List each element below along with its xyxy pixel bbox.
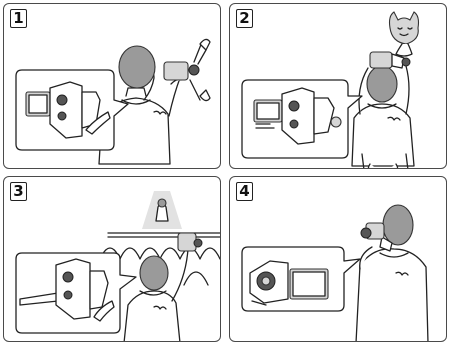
panel-number-4: 4 <box>236 182 253 201</box>
camcorder-icon <box>178 233 202 251</box>
camcorder-closeup <box>16 70 128 150</box>
panel-1: 1 <box>3 3 221 169</box>
camcorder-closeup <box>16 253 136 333</box>
camcorder-icon <box>164 39 210 100</box>
camcorder-closeup <box>242 247 360 311</box>
panel-number-3: 3 <box>10 182 27 201</box>
cat-icon <box>390 12 419 56</box>
panel-number-2: 2 <box>236 9 253 28</box>
panel-3: 3 <box>3 176 221 342</box>
spotlight-icon <box>142 191 182 229</box>
camcorder-icon <box>361 223 384 239</box>
person-icon <box>352 66 414 169</box>
panel-2-illustration <box>230 4 447 169</box>
panel-3-illustration <box>4 177 221 342</box>
panel-4-illustration <box>230 177 447 342</box>
person-icon <box>124 249 188 342</box>
panel-1-illustration <box>4 4 221 169</box>
panel-4: 4 <box>229 176 447 342</box>
camcorder-closeup <box>242 80 362 158</box>
panel-2: 2 <box>229 3 447 169</box>
panel-number-1: 1 <box>10 9 27 28</box>
